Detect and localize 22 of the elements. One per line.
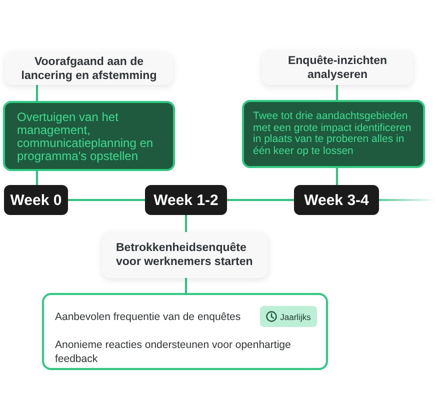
info-text: Aanbevolen frequentie van de enquêtes bbox=[55, 310, 242, 324]
connector-line bbox=[227, 199, 294, 201]
step-card: Voorafgaand aan de lancering en afstemming bbox=[5, 52, 173, 85]
connector-line bbox=[36, 171, 38, 185]
info-card bbox=[42, 293, 328, 370]
week-pill: Week 0 bbox=[4, 185, 68, 215]
connector-line bbox=[336, 168, 338, 185]
connector-line bbox=[185, 215, 187, 232]
info-text: Anonieme reacties ondersteunen voor openhartige feedback bbox=[55, 338, 292, 366]
connector-line bbox=[36, 85, 38, 101]
step-card: Betrokkenheidsenquête voor werknemers starten bbox=[102, 232, 268, 278]
task-card: Overtuigen van het management, communicatieplanning en programma's opstellen bbox=[3, 101, 175, 171]
week-pill: Week 3-4 bbox=[294, 185, 379, 215]
timeline-line bbox=[379, 199, 434, 201]
task-card: Twee tot drie aandachtsgebieden met een grote impact identificeren in plaats van te proberen alles in één keer op te lossen bbox=[242, 100, 425, 168]
week-pill: Week 1-2 bbox=[145, 185, 227, 215]
step-card: Enquête-inzichten analyseren bbox=[262, 50, 413, 85]
badge-text: Jaarlijks bbox=[280, 312, 311, 322]
frequency-badge bbox=[260, 306, 317, 327]
connector-line bbox=[185, 278, 187, 293]
connector-line bbox=[68, 199, 145, 201]
connector-line bbox=[336, 85, 338, 100]
